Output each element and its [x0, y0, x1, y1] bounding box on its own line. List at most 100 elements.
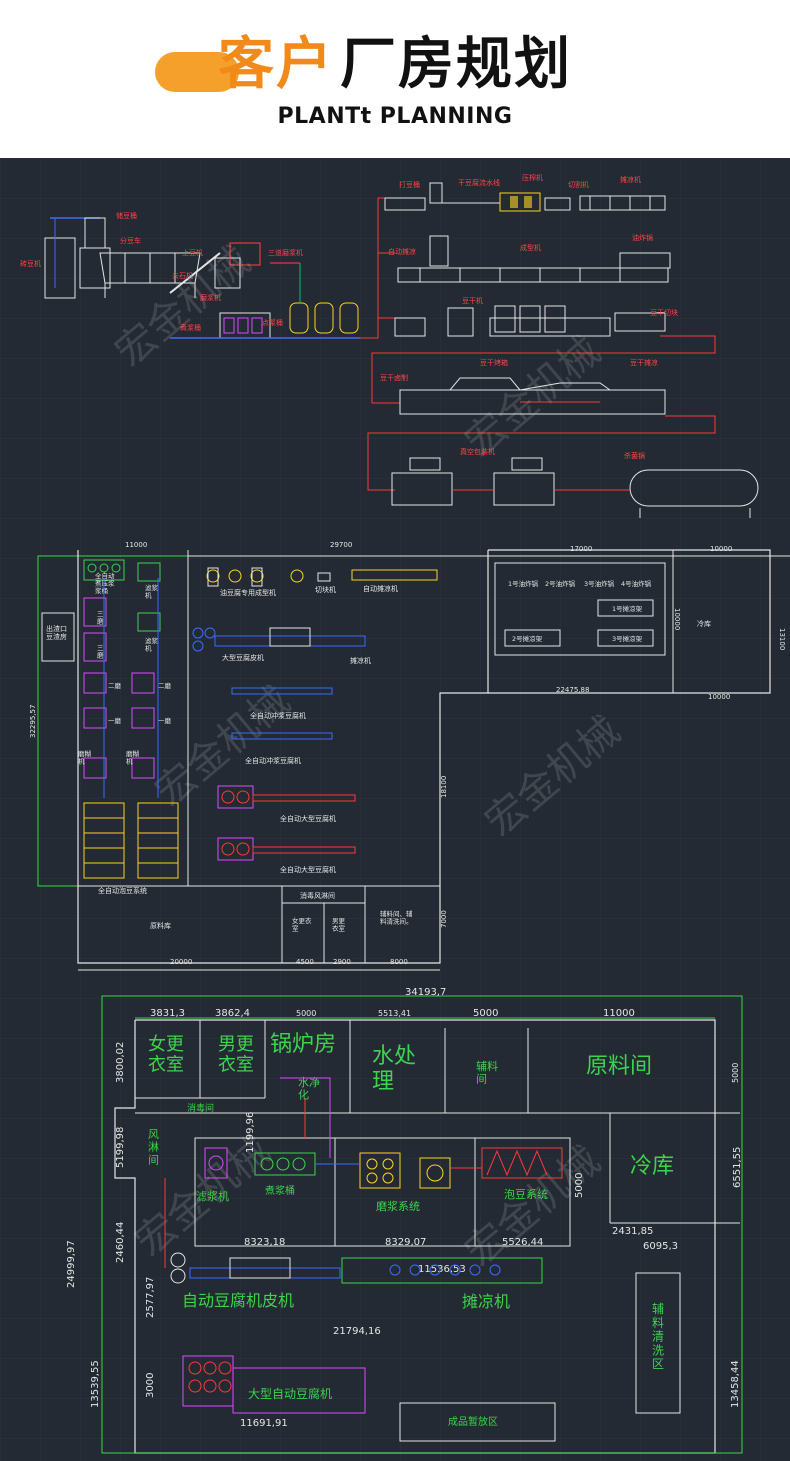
dim-w2: 3862,4: [215, 1008, 250, 1019]
dim-bottom-a: 20000: [170, 958, 192, 966]
label-filter-machine: 滤浆机: [196, 1189, 229, 1203]
label-tofu-oven: 豆干烤箱: [480, 358, 508, 367]
label-grinder: 磨浆机: [200, 293, 221, 302]
dim-h-left-top: 3800,02: [115, 1042, 126, 1083]
label-cooler-p2: 摊凉机: [462, 1292, 510, 1311]
label-female-room-p2: 女更衣室: [148, 1034, 184, 1076]
dim-h-lower: 13539,55: [90, 1360, 101, 1408]
label-dryer: 豆干机: [462, 296, 483, 305]
dim-b3: 5526,44: [502, 1237, 543, 1248]
dim-right-inner: 10000: [673, 608, 681, 630]
dim-bottom-c: 2900: [333, 958, 351, 966]
dim-w3: 5000: [296, 1009, 316, 1018]
label-raw-storage: 原料库: [150, 921, 171, 930]
dim-left-height: 32295,57: [29, 705, 37, 738]
dim-total-width: 34193,7: [405, 987, 446, 998]
dim-bottom-b: 4500: [296, 958, 314, 966]
label-cutter: 切割机: [568, 180, 589, 189]
label-one-mill-b: 一磨: [158, 716, 172, 725]
label-tofu-cut: 豆干切块: [650, 308, 678, 317]
cad-drawing-area: 储豆桶 分豆车 砖豆机 上豆机 去石机 磨浆机 三道磨浆机 煮浆桶 点浆桶 打豆…: [0, 158, 790, 1461]
dim-top-right-b: 10000: [710, 545, 732, 553]
label-press: 压榨机: [522, 173, 543, 182]
label-fryer-2: 2号油炸锅: [545, 579, 576, 588]
label-aux-room: 辅料间、辅料清洗间。: [380, 909, 413, 925]
label-outlet: 出渣口豆渣房: [46, 624, 67, 641]
label-male-room-p2: 男更衣室: [218, 1034, 254, 1076]
label-boil-barrel-p2: 煮浆桶: [265, 1184, 295, 1197]
label-fryer-3: 3号油炸锅: [584, 579, 615, 588]
label-auto-cooler: 自动摊凉: [388, 247, 416, 256]
dim-w4: 5513,41: [378, 1009, 411, 1018]
cad-svg: 储豆桶 分豆车 砖豆机 上豆机 去石机 磨浆机 三道磨浆机 煮浆桶 点浆桶 打豆…: [0, 158, 790, 1461]
label-cooler: 摊凉机: [620, 175, 641, 184]
label-finished-area: 成品暂放区: [448, 1415, 498, 1428]
label-boil-barrel: 煮浆桶: [180, 323, 201, 332]
label-aux-wash: 辅料清洗区: [652, 1302, 664, 1371]
dim-inner-right: 5000: [574, 1173, 585, 1198]
label-disinfect-p2: 消毒间: [187, 1102, 214, 1114]
label-auto-large-a: 全自动大型豆腐机: [280, 814, 336, 823]
dim-b5: 6095,3: [643, 1241, 678, 1252]
dim-w1: 3831,3: [150, 1008, 185, 1019]
dim-w6: 11000: [603, 1008, 635, 1019]
dim-b1: 8323,18: [244, 1237, 285, 1248]
dim-h-c: 3000: [145, 1373, 156, 1398]
dim-h-a: 2460,44: [115, 1222, 126, 1263]
label-loader: 上豆机: [182, 248, 203, 257]
dim-h-inner: 1199,96: [245, 1112, 256, 1153]
dim-top-right-a: 17000: [570, 545, 592, 553]
label-grinder-a: 磨糊机: [78, 749, 92, 765]
label-water-treat: 水处理: [372, 1044, 416, 1094]
process-flow-diagram: 储豆桶 分豆车 砖豆机 上豆机 去石机 磨浆机 三道磨浆机 煮浆桶 点浆桶 打豆…: [20, 173, 759, 518]
label-rack-1: 1号摊凉架: [612, 604, 643, 613]
label-forming: 成型机: [520, 243, 541, 252]
dim-mid-a: 22475,88: [556, 686, 589, 694]
label-fryer-4: 4号油炸锅: [621, 579, 652, 588]
label-cooler-p1: 摊凉机: [350, 656, 371, 665]
label-large-tofu-skin: 大型豆腐皮机: [222, 653, 264, 662]
label-grind-system: 磨浆系统: [376, 1199, 420, 1213]
floor-plan-1: 出渣口豆渣房 11000 29700 17000 10000 13100 100…: [29, 541, 790, 971]
label-youtofu-machine: 油豆腐专用成型机: [220, 588, 276, 597]
label-two-mill-a: 二磨: [108, 681, 122, 690]
dim-right-mid: 6551,55: [732, 1147, 743, 1188]
label-auto-tofu-skin: 自动豆腐机皮机: [182, 1291, 294, 1310]
label-brick-machine: 砖豆机: [20, 259, 41, 268]
label-three-mill-a: 三磨: [97, 610, 104, 625]
label-triple-grinder: 三道磨浆机: [268, 248, 303, 257]
dim-h-total: 24999,97: [66, 1240, 77, 1288]
label-dry-tofu-line: 干豆腐流水线: [458, 178, 500, 187]
label-one-mill-a: 一磨: [108, 716, 122, 725]
dim-bottom-d: 8000: [390, 958, 408, 966]
dim-b2: 8329,07: [385, 1237, 426, 1248]
dim-right-lower: 13458,44: [730, 1360, 741, 1408]
dim-line1: 11536,53: [418, 1264, 466, 1275]
label-fryer: 油炸锅: [632, 233, 653, 242]
dim-right-top: 5000: [731, 1063, 740, 1083]
dim-w5: 5000: [473, 1008, 498, 1019]
label-aux-a: 辅料间: [476, 1059, 498, 1086]
floor-plan-2: 34193,7 3831,3 3862,4 5000 5513,41 5000 …: [66, 987, 743, 1454]
dim-right-height: 13100: [778, 628, 786, 650]
label-female-room: 女更衣室: [292, 916, 312, 932]
label-distributor: 分豆车: [120, 236, 141, 245]
label-three-mill-b: 三磨: [97, 644, 104, 659]
label-two-mill-b: 二磨: [158, 681, 172, 690]
dim-top-mid: 29700: [330, 541, 352, 549]
label-filter-b: 滤浆机: [145, 636, 159, 652]
label-disinfect: 消毒风淋间: [300, 891, 335, 900]
label-cutter-p1: 切块机: [315, 585, 336, 594]
title-main: 厂房规划: [340, 32, 572, 97]
label-coag-barrel: 点浆桶: [262, 318, 283, 327]
label-raw-room: 原料间: [586, 1054, 652, 1079]
label-grinder-b: 磨糊机: [126, 749, 140, 765]
label-rack-2: 2号摊凉架: [512, 634, 543, 643]
label-cold-storage-p2: 冷库: [630, 1154, 674, 1179]
dim-line2: 21794,16: [333, 1326, 381, 1337]
dim-h-left-mid: 5199,98: [115, 1127, 126, 1168]
label-rack-3: 3号摊凉架: [612, 634, 643, 643]
label-beat-barrel: 打豆桶: [399, 180, 420, 189]
label-male-room: 男更衣室: [332, 917, 346, 932]
label-auto-pressure: 全自动煮压浆浆桶: [95, 571, 115, 595]
